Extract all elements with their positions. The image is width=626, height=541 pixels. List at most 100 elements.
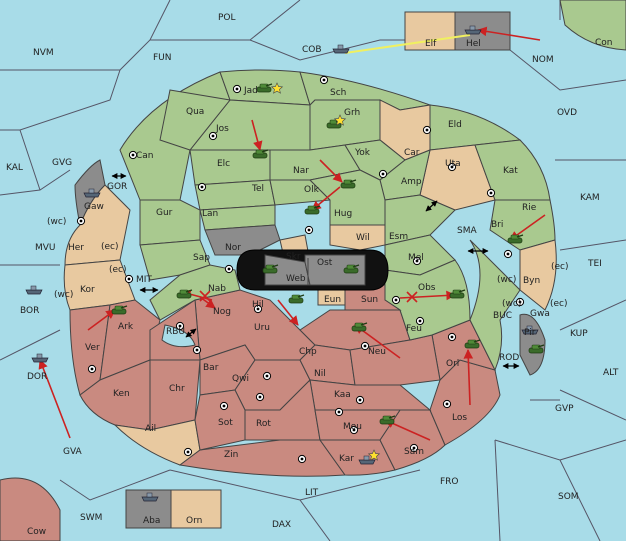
- label-sot: Sot: [218, 418, 233, 428]
- label-mvu: MVU: [35, 243, 56, 253]
- label-fro: FRO: [440, 477, 459, 487]
- label-bor: BOR: [20, 306, 39, 316]
- label-dax: DAX: [272, 520, 291, 530]
- label-chr: Chr: [169, 384, 185, 394]
- label-los: Los: [452, 413, 467, 423]
- province-chr[interactable]: [149, 359, 201, 431]
- province-hel[interactable]: [454, 11, 511, 51]
- label-feu: Feu: [406, 324, 422, 334]
- label-lit: LIT: [305, 488, 319, 498]
- label-som: SOM: [558, 492, 579, 502]
- label-mel: Mel: [408, 253, 424, 263]
- label-tel: Tel: [251, 184, 264, 194]
- label-nog: Nog: [213, 307, 231, 317]
- label-kam: KAM: [580, 193, 600, 203]
- label-coast-ec: (ec): [550, 299, 568, 309]
- label-rie: Rie: [522, 203, 537, 213]
- label-kal: KAL: [6, 163, 23, 173]
- label-ail: Ail: [145, 424, 156, 434]
- label-bar: Bar: [203, 363, 219, 373]
- label-obs: Obs: [418, 283, 436, 293]
- label-alt: ALT: [603, 368, 619, 378]
- province-pir[interactable]: [519, 313, 546, 376]
- province-wil[interactable]: [329, 224, 386, 251]
- label-nab: Nab: [208, 284, 226, 294]
- star-icon: [333, 114, 347, 126]
- province-obs[interactable]: [384, 259, 471, 341]
- label-qua: Qua: [186, 107, 204, 117]
- label-web: Web: [286, 274, 306, 284]
- label-ost: Ost: [317, 258, 333, 268]
- convoy-line: [344, 34, 471, 54]
- failed-moves: [199, 290, 418, 303]
- label-can: Can: [136, 151, 154, 161]
- label-yok: Yok: [354, 148, 371, 158]
- label-orn: Orn: [186, 516, 202, 526]
- label-coast-wc: (wc): [47, 217, 66, 227]
- label-ken: Ken: [113, 389, 130, 399]
- label-nor: Nor: [225, 243, 241, 253]
- label-rbu: RBU: [166, 327, 185, 337]
- x-mark-icon: [406, 291, 418, 303]
- label-pir: Pir: [524, 328, 536, 338]
- label-kup: KUP: [570, 329, 588, 339]
- label-fun: FUN: [153, 53, 172, 63]
- label-coast-ec: (ec): [101, 242, 119, 252]
- province-cow[interactable]: [0, 477, 61, 541]
- label-eld: Eld: [448, 120, 462, 130]
- label-gur: Gur: [156, 208, 173, 218]
- label-mou: Mou: [343, 422, 362, 432]
- label-cob: COB: [302, 45, 322, 55]
- label-sma: SMA: [457, 226, 477, 236]
- label-tei: TEI: [587, 259, 602, 269]
- label-con: Con: [595, 38, 613, 48]
- label-kaa: Kaa: [334, 390, 351, 400]
- label-rod: ROD: [499, 353, 519, 363]
- label-elf: Elf: [425, 39, 437, 49]
- label-sun: Sun: [361, 295, 378, 305]
- label-kar: Kar: [339, 454, 354, 464]
- label-coast-ec: (ec): [109, 265, 127, 275]
- label-ark: Ark: [118, 322, 134, 332]
- label-eun: Eun: [324, 295, 341, 305]
- label-her: Her: [68, 243, 84, 253]
- label-dor: DOR: [27, 372, 47, 382]
- label-ver: Ver: [85, 343, 100, 353]
- label-cow: Cow: [27, 527, 46, 537]
- star-icon: [367, 449, 381, 461]
- province-ost[interactable]: [304, 254, 366, 286]
- label-byn: Byn: [523, 276, 540, 286]
- province-her[interactable]: [64, 184, 131, 266]
- label-bri: Bri: [491, 220, 503, 230]
- label-sam: Sam: [404, 447, 424, 457]
- label-neu: Neu: [368, 347, 386, 357]
- double-arrow-icon: [425, 200, 438, 212]
- label-uru: Uru: [254, 323, 270, 333]
- label-kor: Kor: [80, 285, 95, 295]
- label-uta: Uta: [445, 159, 461, 169]
- label-aba: Aba: [143, 516, 160, 526]
- label-olk: Olk: [304, 185, 320, 195]
- label-swm: SWM: [80, 513, 102, 523]
- label-nvm: NVM: [33, 48, 54, 58]
- map-labels: POL NVM FUN COB NOM Con Elf Hel OVD KAL …: [6, 13, 619, 537]
- province-byn[interactable]: [519, 239, 557, 311]
- label-grh: Grh: [344, 108, 360, 118]
- province-nab[interactable]: [149, 264, 241, 321]
- double-arrow-icon: [185, 328, 197, 338]
- x-mark-icon: [199, 290, 211, 302]
- capital-markers: [270, 82, 381, 461]
- label-kat: Kat: [503, 166, 518, 176]
- province-orn[interactable]: [170, 489, 222, 529]
- label-lan: Lan: [202, 209, 218, 219]
- province-gur[interactable]: [139, 199, 201, 246]
- label-nar: Nar: [293, 166, 309, 176]
- label-zin: Zin: [224, 450, 238, 460]
- label-pol: POL: [218, 13, 236, 23]
- label-esm: Esm: [389, 232, 408, 242]
- label-hil: Hil: [252, 300, 264, 310]
- label-chp: Chp: [299, 347, 317, 357]
- province-gwa-land[interactable]: [469, 239, 521, 372]
- label-gwa: Gwa: [530, 309, 550, 319]
